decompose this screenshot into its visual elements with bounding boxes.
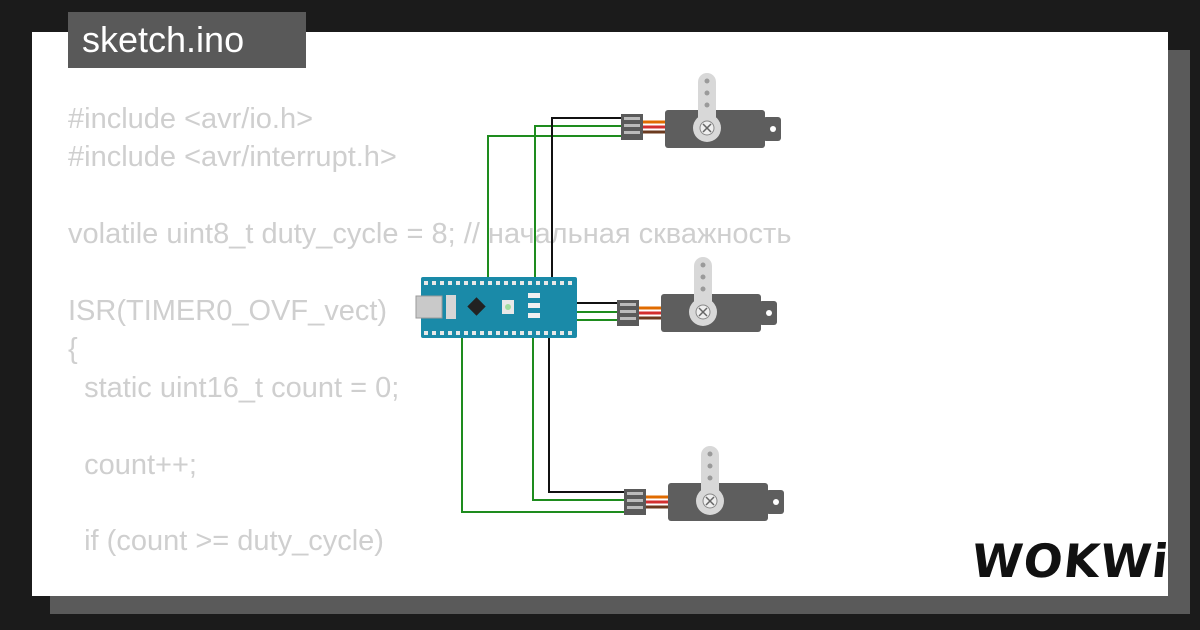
- code-line: #include <avr/interrupt.h>: [68, 141, 397, 174]
- servo-3[interactable]: [624, 446, 784, 521]
- code-line: ISR(TIMER0_OVF_vect): [68, 294, 388, 327]
- wire-ground-servo-1: [551, 117, 625, 280]
- code-preview: #include <avr/io.h> #include <avr/interru…: [68, 100, 791, 561]
- arduino-nano-board[interactable]: [415, 277, 577, 338]
- wire-ground-servo-3: [548, 280, 628, 493]
- file-tab[interactable]: sketch.ino: [68, 12, 306, 68]
- code-line: #include <avr/io.h>: [68, 103, 314, 135]
- preview-card: #include <avr/io.h> #include <avr/interru…: [32, 32, 1168, 596]
- servo-1[interactable]: [621, 73, 781, 148]
- servo-2[interactable]: [617, 257, 777, 332]
- code-line: {: [68, 333, 78, 366]
- code-line: count++;: [68, 448, 197, 481]
- wokwi-logo: WOKWi: [969, 534, 1172, 588]
- code-line: if (count >= duty_cycle): [68, 525, 384, 558]
- usb-connector: [415, 295, 443, 319]
- wire-power-servo-1: [534, 125, 625, 280]
- wire-signal-servo-1: [487, 135, 625, 280]
- circuit-diagram: [415, 73, 784, 521]
- wire-power-servo-3: [532, 280, 628, 501]
- microcontroller-chip: [467, 297, 486, 316]
- wire-signal-servo-3: [461, 338, 628, 513]
- code-line: static uint16_t count = 0;: [68, 371, 400, 404]
- code-line: volatile uint8_t duty_cycle = 8; // нача…: [68, 218, 792, 251]
